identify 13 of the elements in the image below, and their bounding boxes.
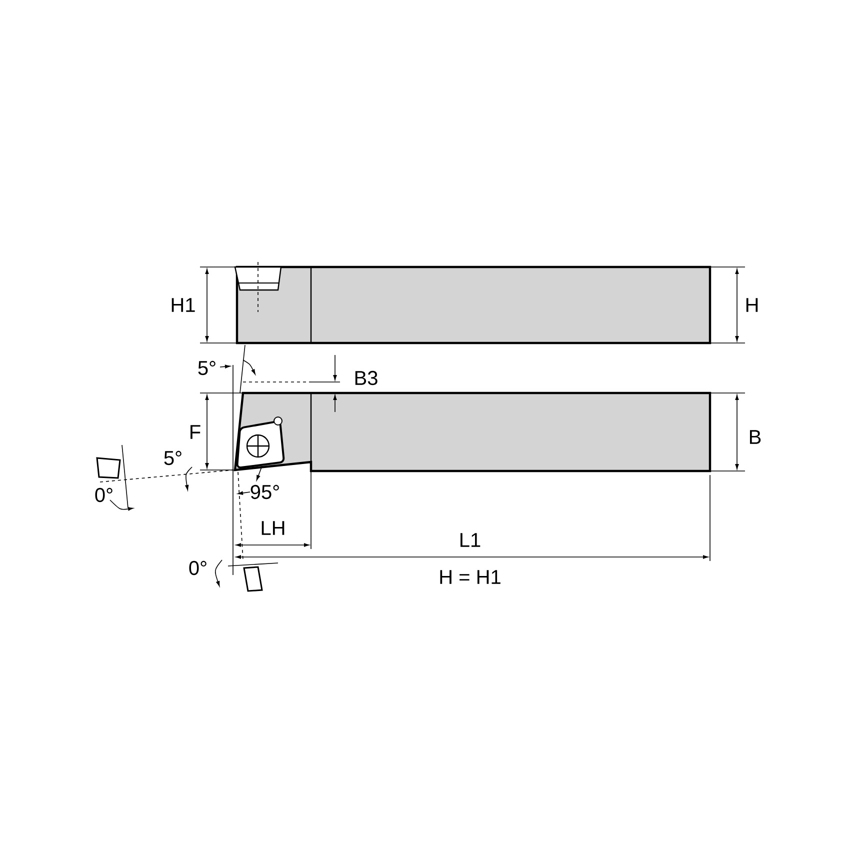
dimension-label: L1: [460, 533, 480, 547]
dimension-label: H = H1: [440, 570, 500, 584]
dimension-label: B3: [355, 370, 378, 386]
dimension-label: F: [190, 425, 200, 439]
dimension-label: 0°: [95, 488, 112, 502]
dimension-label: 0°: [189, 560, 206, 576]
dimension-label: LH: [262, 521, 284, 535]
dimension-label: 95°: [250, 484, 279, 500]
dimension-label: 5°: [164, 450, 182, 466]
dimension-label: H: [746, 298, 758, 312]
dimension-label: 5°: [198, 360, 216, 376]
dimension-label: H1: [172, 298, 195, 312]
dimension-label: B: [750, 430, 761, 444]
